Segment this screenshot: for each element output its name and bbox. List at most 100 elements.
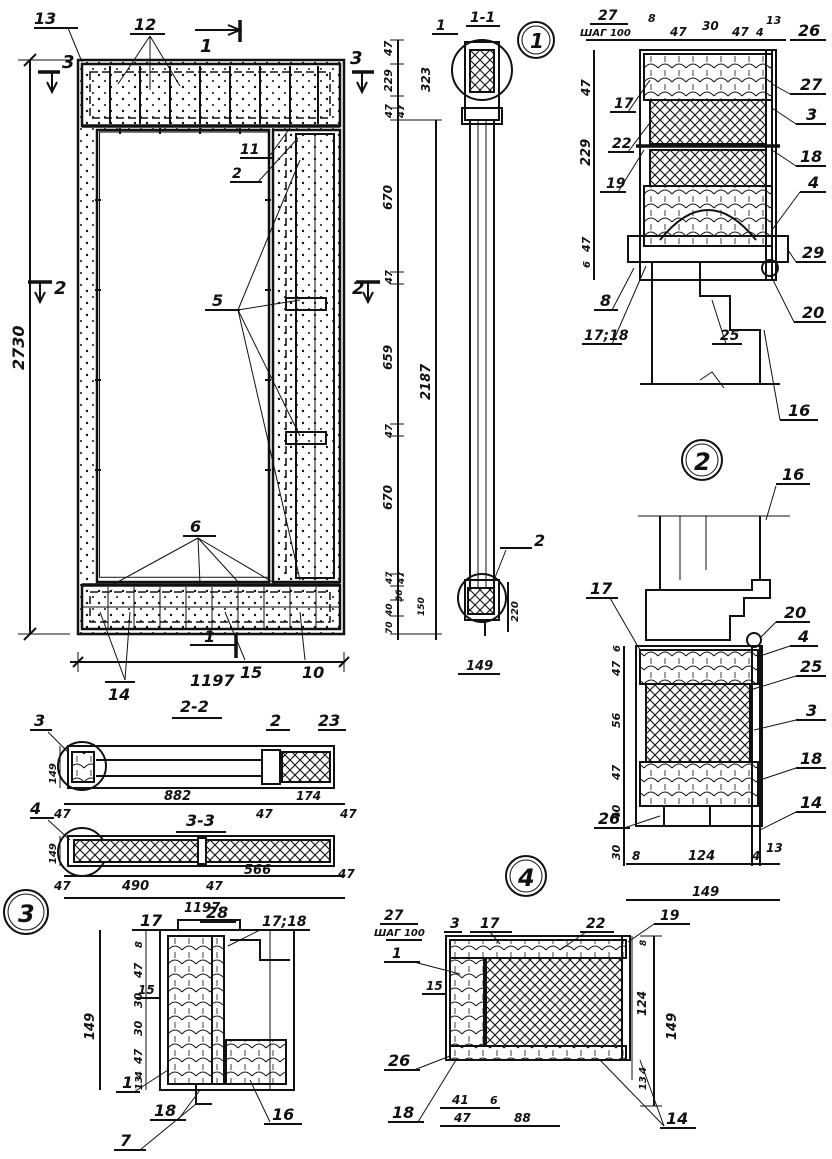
detail-2-callout-14: 14 (800, 793, 822, 812)
callout-13: 13 (34, 9, 56, 28)
section-3-3: 3-3 4 149 47 490 47 566 47 1197 (29, 799, 355, 916)
callout-2: 2 (232, 166, 242, 182)
section-3-3-dim-566: 566 (244, 863, 271, 878)
detail-3-callout-7: 7 (120, 1131, 132, 1150)
detail-1-callout-22: 22 (612, 136, 631, 152)
detail-4-dim-47: 47 (453, 1111, 471, 1125)
detail-1-callout-3: 3 (806, 105, 817, 124)
section-mark-1-bottom: 1 (204, 627, 215, 646)
dim-40: 40 (385, 603, 395, 617)
detail-1-callout-20: 20 (802, 303, 824, 322)
detail-4-callout-17: 17 (480, 916, 500, 932)
section-3-3-dim-149: 149 (48, 843, 59, 864)
detail-1-callout-25: 25 (720, 328, 740, 344)
dim-47-a: 47 (382, 40, 395, 57)
callout-5: 5 (212, 291, 223, 310)
detail-3-dim-8: 8 (134, 941, 145, 948)
section-2-2-title: 2-2 (180, 697, 209, 716)
dim-150: 150 (417, 597, 427, 616)
elevation-callouts: 13 12 11 2 5 6 14 (34, 9, 328, 704)
elevation-view: 1 1 3 3 2 2 13 12 11 (9, 9, 442, 704)
dim-47-e: 47 (384, 424, 395, 439)
detail-4-callout-19: 19 (660, 908, 680, 924)
detail-2-locator-circle (457, 573, 507, 623)
section-3-3-callout-4: 4 (29, 799, 41, 818)
detail-3-callout-17-18: 17;18 (262, 914, 307, 930)
dim-70: 70 (385, 621, 395, 634)
detail-1-dim-47: 47 (669, 25, 687, 39)
section-1-1-circle-label: 1 (530, 29, 544, 53)
detail-3-dim-149: 149 (83, 1013, 98, 1040)
section-mark-2-right: 2 (352, 278, 365, 299)
section-3-3-dim-1197: 1197 (184, 901, 221, 916)
section-1-1-title: 1-1 (470, 10, 495, 26)
section-mark-3-right: 3 (350, 48, 363, 69)
callout-12: 12 (134, 15, 156, 34)
detail-1-dim-229: 229 (579, 139, 594, 166)
detail-3-callout-17: 17 (140, 911, 163, 930)
detail-4-number: 4 (517, 864, 535, 892)
detail-4-dim-124: 124 (635, 991, 649, 1016)
detail-3-dim-30-b: 30 (132, 1020, 145, 1036)
dim-47-g: 47 (397, 571, 407, 585)
section-2-2-callout-2: 2 (270, 711, 281, 730)
detail-3-callout-15: 15 (138, 983, 155, 997)
callout-15: 15 (240, 663, 262, 682)
dim-47-d: 47 (384, 270, 395, 285)
detail-2-dim-47-b: 47 (610, 764, 623, 781)
section-2-2-callout-23: 23 (318, 711, 340, 730)
section-3-3-dim-47: 47 (53, 879, 71, 893)
detail-2-dim-13: 13 (766, 841, 783, 855)
detail-1-dim-47-left: 47 (579, 79, 593, 97)
detail-3-number: 3 (18, 900, 35, 928)
callout-14: 14 (108, 685, 130, 704)
section-3-3-dim-490: 490 (121, 879, 149, 894)
detail-3: 3 149 8 47 30 30 47 4 13 17 28 17;18 15 … (3, 889, 310, 1151)
detail-2-dim-124: 124 (688, 849, 715, 864)
dim-47-b: 47 (384, 104, 395, 119)
detail-3-callout-1: 1 (122, 1073, 133, 1092)
detail-4-dim-149: 149 (665, 1013, 680, 1040)
detail-1-callout-17: 17 (614, 96, 634, 112)
detail-1-callout-26: 26 (798, 21, 820, 40)
dim-width-total: 1197 (190, 671, 235, 690)
detail-2: 2 16 6 47 56 47 40 30 17 20 4 25 3 18 1 (586, 439, 826, 901)
dim-2187: 2187 (419, 363, 434, 400)
detail-1-dim-27: 27 (598, 8, 618, 24)
detail-2-dim-47: 47 (610, 660, 623, 677)
detail-1-dim-4: 4 (755, 26, 764, 39)
right-dimension-chain: 47 229 323 47 47 670 47 659 2187 47 670 … (381, 39, 442, 640)
detail-4-step: ШАГ 100 (374, 928, 425, 939)
detail-1-dim-6: 6 (582, 261, 593, 268)
detail-2-callout-16: 16 (782, 465, 804, 484)
section-2-2-dim-47-c: 47 (339, 807, 357, 821)
detail-2-callout-25: 25 (800, 657, 822, 676)
detail-4-callout-22: 22 (586, 916, 605, 932)
detail-1-dim-30: 30 (702, 19, 719, 33)
detail-1-step: ШАГ 100 (580, 28, 631, 39)
section-1-1: 1-1 1 2 220 149 1 (432, 10, 555, 675)
section-2-2-dim-174: 174 (296, 789, 321, 803)
detail-1-callout-17-18: 17;18 (584, 328, 629, 344)
detail-1-callout-27: 27 (800, 75, 823, 94)
detail-2-callout-26: 26 (598, 809, 620, 828)
top-band (80, 62, 342, 128)
callout-6: 6 (190, 517, 201, 536)
detail-2-callout-20: 20 (784, 603, 806, 622)
callout-11: 11 (240, 142, 259, 158)
detail-1-callout-18: 18 (800, 147, 822, 166)
detail-1-locator-circle (451, 39, 513, 101)
detail-2-callout-3: 3 (806, 701, 817, 720)
dim-670-b: 670 (381, 485, 395, 510)
detail-4-dim-88: 88 (514, 1111, 531, 1125)
right-column (271, 128, 342, 584)
detail-3-dim-30: 30 (132, 992, 145, 1008)
detail-1-callout-29: 29 (802, 243, 824, 262)
detail-2-dim-30: 30 (610, 844, 623, 860)
detail-4-dim-8: 8 (639, 940, 649, 946)
detail-3-dim-47-b: 47 (132, 1048, 145, 1065)
detail-4-dim-41: 41 (451, 1093, 469, 1107)
dim-47-c: 47 (396, 104, 407, 119)
detail-2-callout-18: 18 (800, 749, 822, 768)
